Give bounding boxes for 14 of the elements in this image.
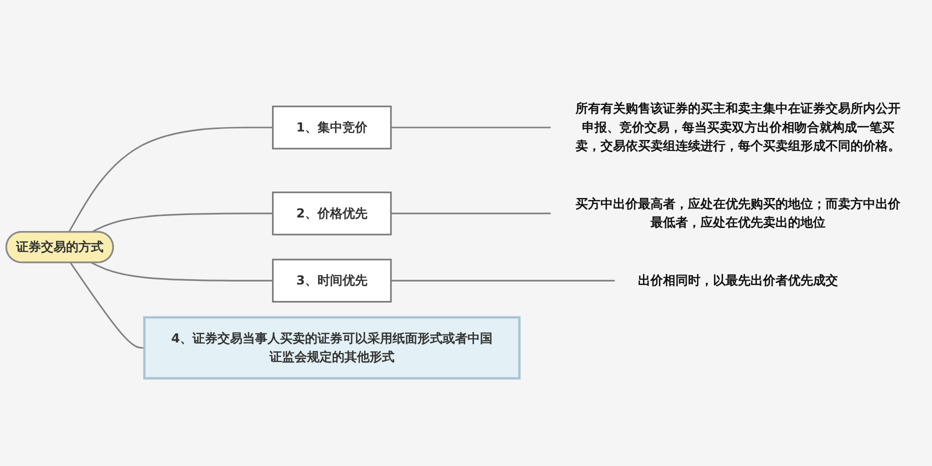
connector: [91, 212, 273, 233]
node-box: 3、时间优先: [272, 258, 392, 303]
connector: [91, 262, 273, 282]
node-text: 买方中出价最高者，应处在优先购买的地位；而卖方中出价最低者，应处在优先卖出的地位: [576, 196, 901, 230]
connector: [68, 126, 273, 233]
connector: [70, 262, 144, 349]
node-text: 所有有关购售该证券的买主和卖主集中在证券交易所内公开申报、竞价交易，每当买卖双方出价相吻合就构成一笔买卖，交易依买卖组连续进行，每个买卖组形成不同的价格。: [576, 100, 901, 154]
connector: [390, 126, 551, 128]
connector: [390, 212, 551, 214]
node-box: 1、集中竞价: [272, 106, 392, 150]
node-text: 出价相同时，以最先出价者优先成交: [638, 272, 838, 288]
node-box: 2、价格优先: [272, 192, 392, 236]
connector: [390, 280, 615, 282]
node-box: 4、证券交易当事人买卖的证券可以采用纸面形式或者中国证监会规定的其他形式: [143, 316, 521, 380]
